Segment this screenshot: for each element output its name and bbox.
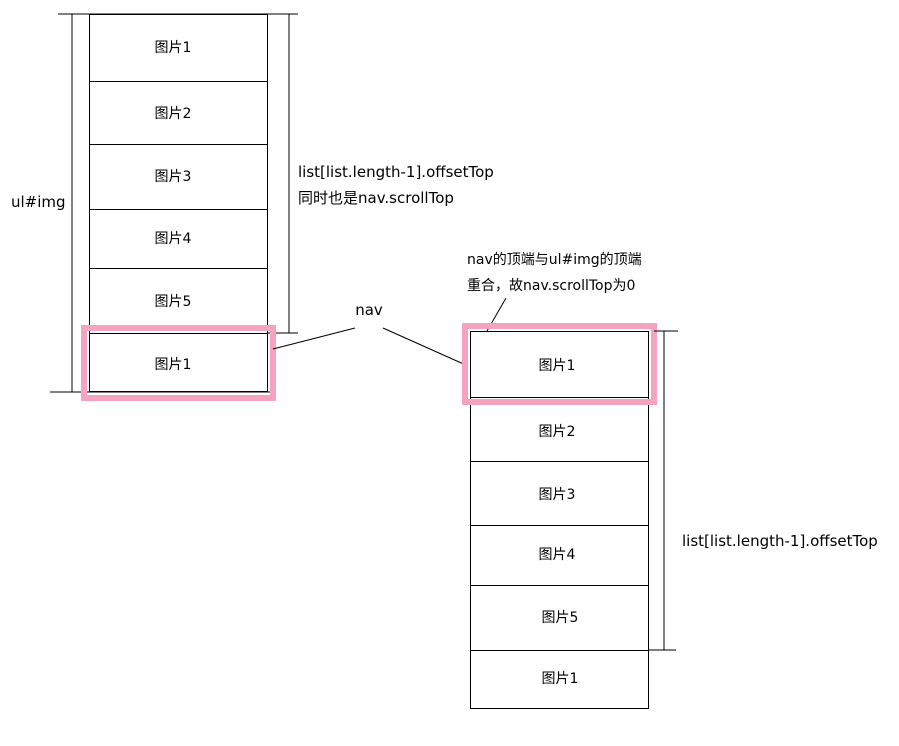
left-offset-label-line1: list[list.length-1].offsetTop — [298, 163, 494, 181]
left-nav-highlight — [81, 325, 276, 401]
right-cell-label-5: 图片5 — [542, 610, 579, 626]
right-offset-label: list[list.length-1].offsetTop — [682, 532, 878, 550]
ul-label-bg — [8, 190, 68, 212]
left-cell-6 — [89, 333, 268, 392]
right-note-line2: 重合，故nav.scrollTop为0 — [467, 278, 635, 294]
left-cell-label-1: 图片1 — [155, 40, 192, 56]
left-cell-label-4: 图片4 — [155, 231, 192, 247]
left-cell-label-5: 图片5 — [155, 294, 192, 310]
right-note-line1: nav的顶端与ul#img的顶端 — [467, 252, 642, 268]
ul-img-label: ul#img — [11, 193, 66, 211]
nav-connector: nav — [272, 301, 469, 367]
right-cell-6 — [470, 650, 649, 709]
right-cell-label-3: 图片3 — [539, 487, 576, 503]
left-cell-label-6: 图片1 — [155, 357, 192, 373]
nav-line-right — [382, 327, 469, 367]
left-cell-label-2: 图片2 — [155, 106, 192, 122]
left-diagram: 图片1 图片2 图片3 图片4 图片5 图片1 ul#img list[list… — [8, 13, 494, 401]
right-cell-label-1: 图片1 — [539, 358, 576, 374]
right-cell-label-2: 图片2 — [539, 424, 576, 440]
right-nav-highlight — [462, 323, 657, 405]
right-cell-label-6: 图片1 — [542, 671, 579, 687]
right-cell-label-4: 图片4 — [539, 547, 576, 563]
left-cell-label-3: 图片3 — [155, 169, 192, 185]
left-offset-label-line2: 同时也是nav.scrollTop — [298, 189, 454, 207]
nav-line-left — [272, 327, 356, 350]
nav-label: nav — [355, 301, 383, 319]
right-diagram: nav的顶端与ul#img的顶端 重合，故nav.scrollTop为0 图片1… — [462, 252, 878, 709]
